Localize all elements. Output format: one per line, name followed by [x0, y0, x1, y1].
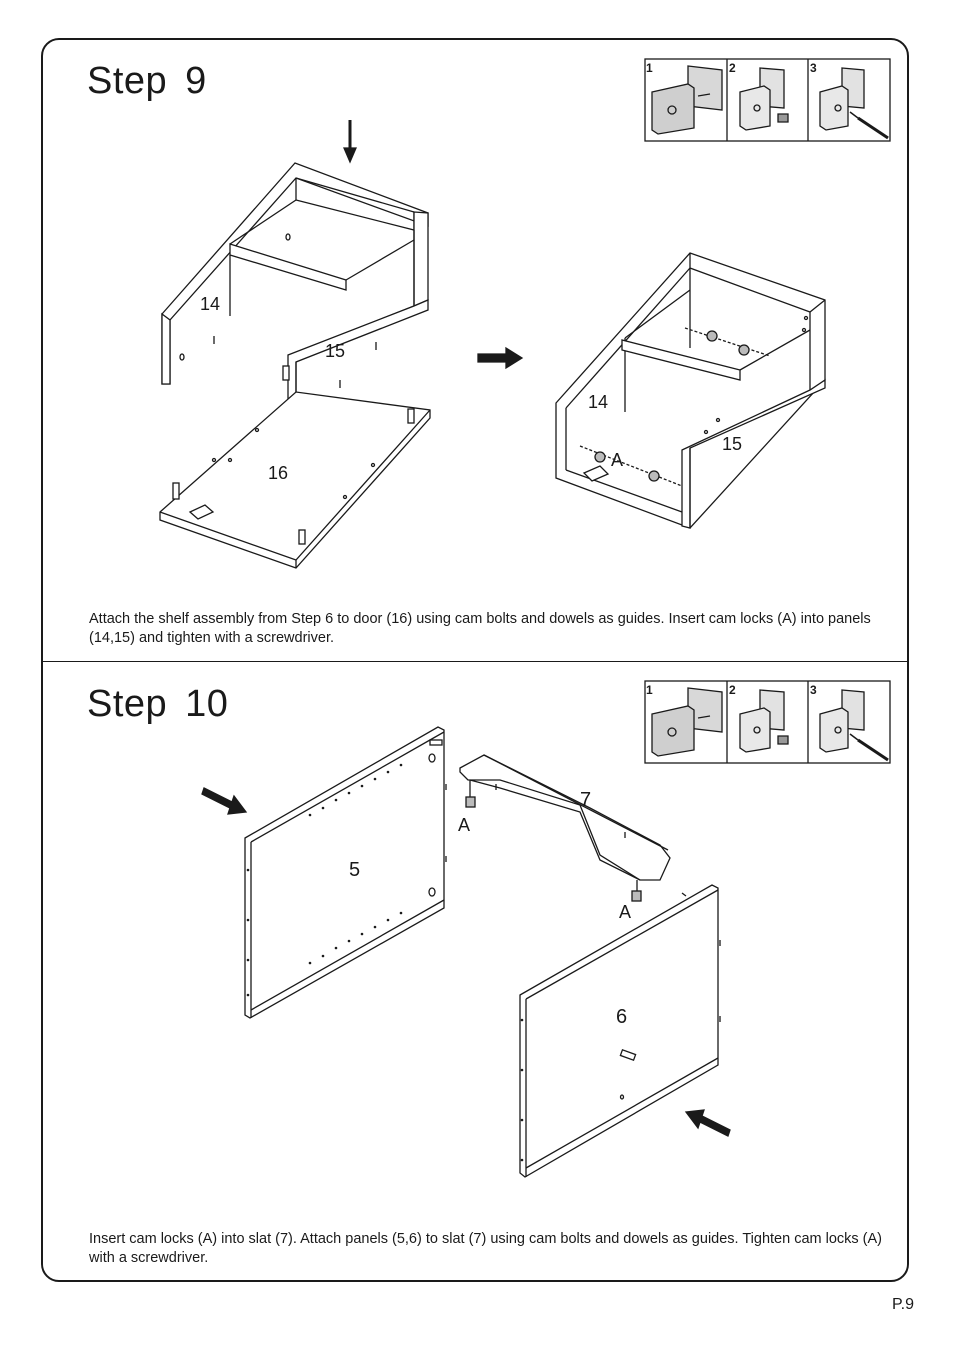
- step-9-instruction: Attach the shelf assembly from Step 6 to…: [89, 611, 871, 646]
- step-9-inset-label-2: 2: [729, 61, 736, 75]
- step-10-label-panel-6: 6: [616, 1006, 627, 1028]
- step-10-label-panel-5: 5: [349, 859, 360, 881]
- step-10-label-slat-7: 7: [580, 789, 591, 811]
- step-9-label-panel-14: 14: [200, 294, 220, 314]
- step-10-cam-lock-inset: [644, 680, 891, 764]
- step-9-label-panel-15: 15: [325, 341, 345, 361]
- step-10-exploded-view: [201, 726, 731, 1178]
- step-10-title-number: 10: [185, 683, 229, 725]
- step-9-label-assembled-15: 15: [722, 434, 742, 454]
- step-10-inset-label-1: 1: [646, 683, 653, 697]
- step-9-inset-label-3: 3: [810, 61, 817, 75]
- step-10-instruction: Insert cam locks (A) into slat (7). Atta…: [89, 1231, 883, 1266]
- step-10-title-word: Step: [87, 683, 168, 725]
- page-frame: [41, 38, 909, 1282]
- step-9-label-assembled-14: 14: [588, 392, 608, 412]
- step-10-title: Step 10: [87, 683, 228, 726]
- page-number: P.9: [892, 1296, 914, 1313]
- step-10-inset-label-3: 3: [810, 683, 817, 697]
- step-10-label-cam-lock-a-bottom: A: [619, 902, 631, 922]
- step-9-label-cam-lock-a: A: [611, 450, 623, 470]
- step-divider: [41, 661, 909, 662]
- step-9-title-number: 9: [185, 60, 207, 102]
- step-10-label-cam-lock-a-top: A: [458, 815, 470, 835]
- step-9-title-word: Step: [87, 60, 168, 102]
- step-9-assembled-view: [555, 252, 826, 529]
- step-9-exploded-view: [159, 120, 431, 569]
- step-9-inset-label-1: 1: [646, 61, 653, 75]
- step-9-label-door-16: 16: [268, 463, 288, 483]
- step-9-title: Step 9: [87, 60, 207, 103]
- step-9-direction-arrow: [477, 346, 524, 370]
- step-10-inset-label-2: 2: [729, 683, 736, 697]
- step-9-cam-lock-inset: [644, 58, 891, 142]
